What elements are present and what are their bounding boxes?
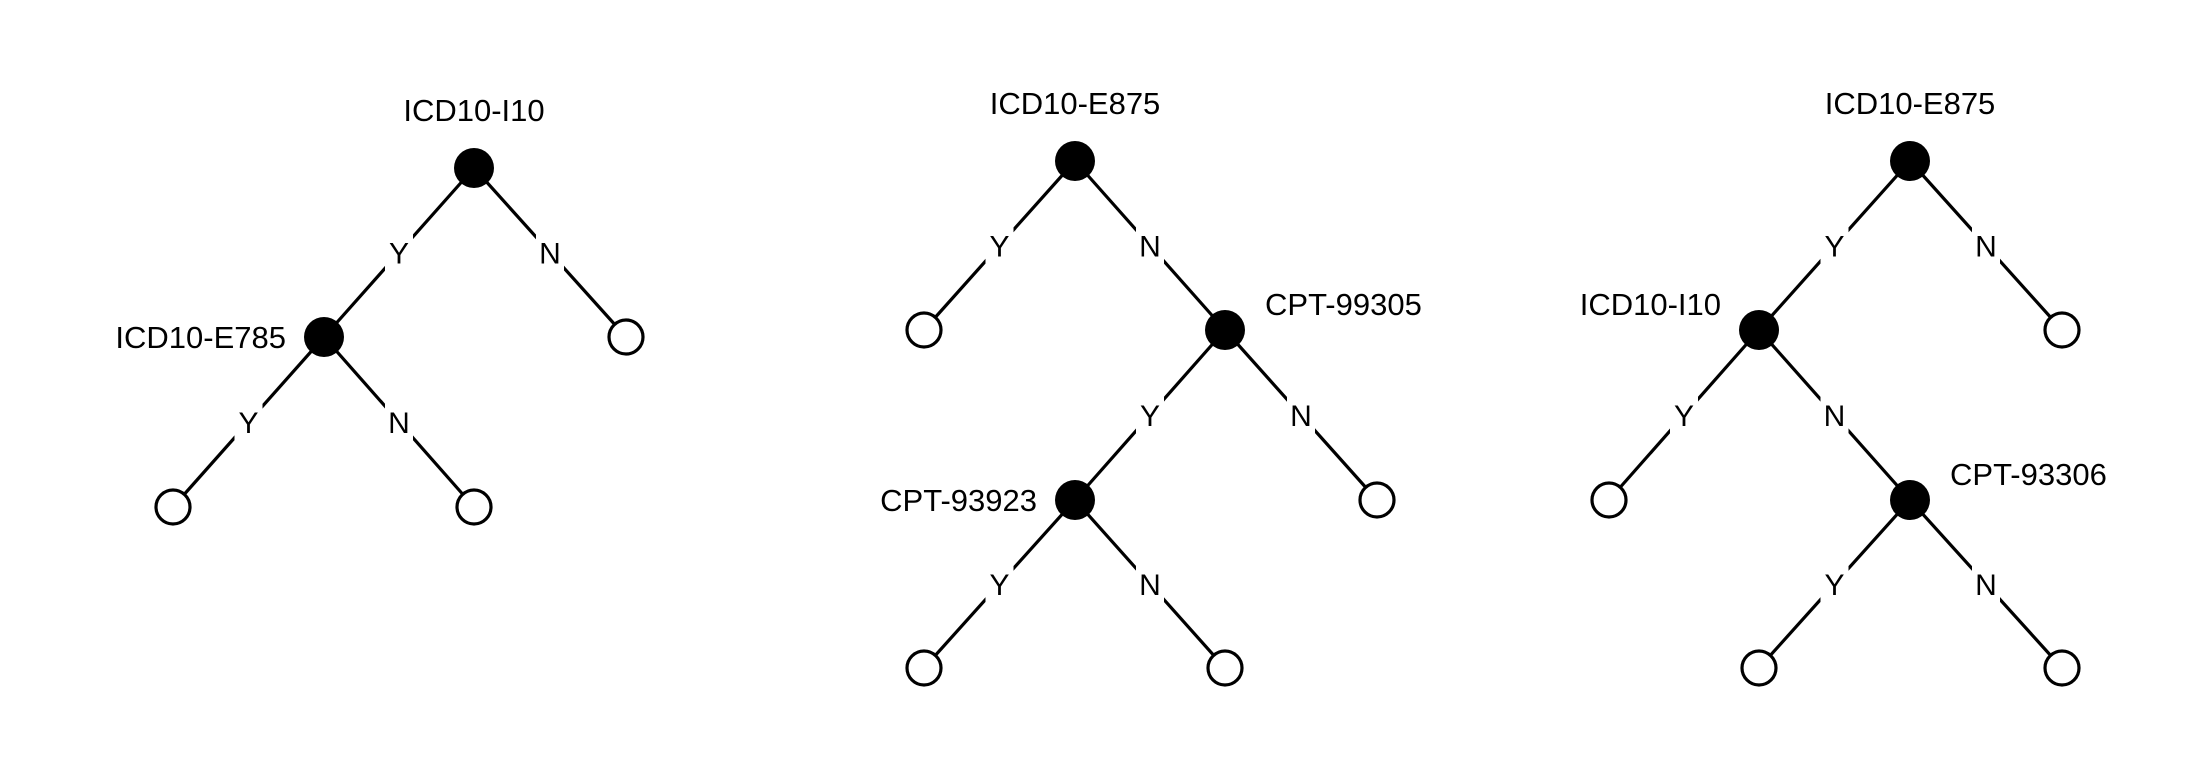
- edge-label-bg: [1287, 395, 1315, 435]
- node-label: ICD10-E875: [1825, 86, 1996, 121]
- leaf-circle: [2043, 649, 2081, 687]
- edge-label: Y: [1824, 231, 1844, 264]
- edge-no: N: [1908, 498, 2064, 670]
- leaf-node: [455, 488, 493, 526]
- edge-no: N: [322, 335, 476, 509]
- edge-label-bg: [1670, 395, 1698, 435]
- edge-label: N: [1139, 231, 1161, 264]
- leaf-circle: [1358, 481, 1396, 519]
- leaf-node: [2043, 311, 2081, 349]
- edge-no: N: [1073, 159, 1227, 332]
- leaf-circle: [905, 649, 943, 687]
- edge-label: Y: [1674, 400, 1694, 433]
- edge-label: Y: [989, 231, 1009, 264]
- edge-label: Y: [238, 407, 258, 440]
- leaf-circle: [154, 488, 192, 526]
- leaf-node: [1590, 481, 1628, 519]
- leaf-node: [905, 311, 943, 349]
- decision-circle: [1055, 480, 1095, 520]
- edge-yes: Y: [171, 335, 326, 509]
- edge-yes: Y: [922, 159, 1077, 332]
- edge-yes: Y: [1073, 328, 1227, 502]
- edge-label-bg: [1820, 564, 1849, 604]
- edge-label-bg: [1820, 395, 1849, 435]
- edge-yes: Y: [922, 498, 1077, 670]
- decision-node: ICD10-I10: [1580, 287, 1779, 350]
- edge-yes: Y: [1607, 328, 1761, 502]
- decision-node: ICD10-I10: [403, 93, 545, 188]
- node-label: CPT-93923: [880, 483, 1037, 518]
- edge-no: N: [472, 166, 628, 339]
- edge-yes: Y: [1757, 498, 1912, 670]
- edge-label: Y: [989, 569, 1009, 602]
- leaf-circle: [2043, 311, 2081, 349]
- edge-label-bg: [985, 225, 1014, 266]
- edge-label-bg: [1972, 225, 2000, 266]
- edge-label-bg: [234, 402, 263, 442]
- leaf-node: [1740, 649, 1778, 687]
- decision-circle: [304, 317, 344, 357]
- edge-label: N: [1824, 400, 1846, 433]
- edge-label-bg: [536, 232, 564, 273]
- edge-no: N: [1223, 328, 1379, 502]
- edge-label: N: [539, 238, 561, 271]
- decision-circle: [1890, 480, 1930, 520]
- edge-label: Y: [1824, 569, 1844, 602]
- leaf-circle: [455, 488, 493, 526]
- leaf-circle: [1740, 649, 1778, 687]
- node-label: ICD10-E875: [990, 86, 1161, 121]
- leaf-node: [1206, 649, 1244, 687]
- decision-circle: [1055, 141, 1095, 181]
- decision-circle: [1739, 310, 1779, 350]
- decision-node: ICD10-E875: [1825, 86, 1996, 181]
- edge-label: N: [1290, 400, 1312, 433]
- edge-label-bg: [1136, 564, 1164, 604]
- decision-node: ICD10-E785: [115, 317, 344, 357]
- edge-label-bg: [385, 232, 413, 273]
- node-label: ICD10-E785: [115, 320, 286, 355]
- leaf-circle: [607, 318, 645, 356]
- decision-node: ICD10-E875: [990, 86, 1161, 181]
- edge-yes: Y: [322, 166, 476, 339]
- edge-label: Y: [1140, 400, 1160, 433]
- leaf-circle: [905, 311, 943, 349]
- leaf-node: [905, 649, 943, 687]
- leaf-node: [154, 488, 192, 526]
- leaf-circle: [1206, 649, 1244, 687]
- decision-circle: [1890, 141, 1930, 181]
- edge-label-bg: [1972, 564, 2000, 604]
- leaf-node: [1358, 481, 1396, 519]
- edge-label: N: [388, 407, 410, 440]
- edge-no: N: [1073, 498, 1227, 670]
- edge-no: N: [1757, 328, 1912, 502]
- edge-yes: Y: [1757, 159, 1912, 332]
- edge-label-bg: [385, 402, 413, 442]
- edge-label: N: [1975, 231, 1997, 264]
- node-label: ICD10-I10: [403, 93, 544, 128]
- edge-label-bg: [1820, 225, 1849, 266]
- edge-label: Y: [389, 238, 409, 271]
- leaf-node: [607, 318, 645, 356]
- edge-label-bg: [1136, 225, 1164, 266]
- edge-label: N: [1139, 569, 1161, 602]
- node-label: CPT-99305: [1265, 287, 1422, 322]
- leaf-node: [2043, 649, 2081, 687]
- edge-no: N: [1908, 159, 2064, 332]
- leaf-circle: [1590, 481, 1628, 519]
- edge-label-bg: [985, 564, 1014, 604]
- decision-circle: [1205, 310, 1245, 350]
- node-label: ICD10-I10: [1580, 287, 1721, 322]
- decision-node: CPT-93923: [880, 480, 1095, 520]
- edge-label-bg: [1136, 395, 1164, 435]
- node-label: CPT-93306: [1950, 457, 2107, 492]
- decision-node: CPT-93306: [1890, 457, 2107, 520]
- edge-label: N: [1975, 569, 1997, 602]
- decision-node: CPT-99305: [1205, 287, 1422, 350]
- decision-circle: [454, 148, 494, 188]
